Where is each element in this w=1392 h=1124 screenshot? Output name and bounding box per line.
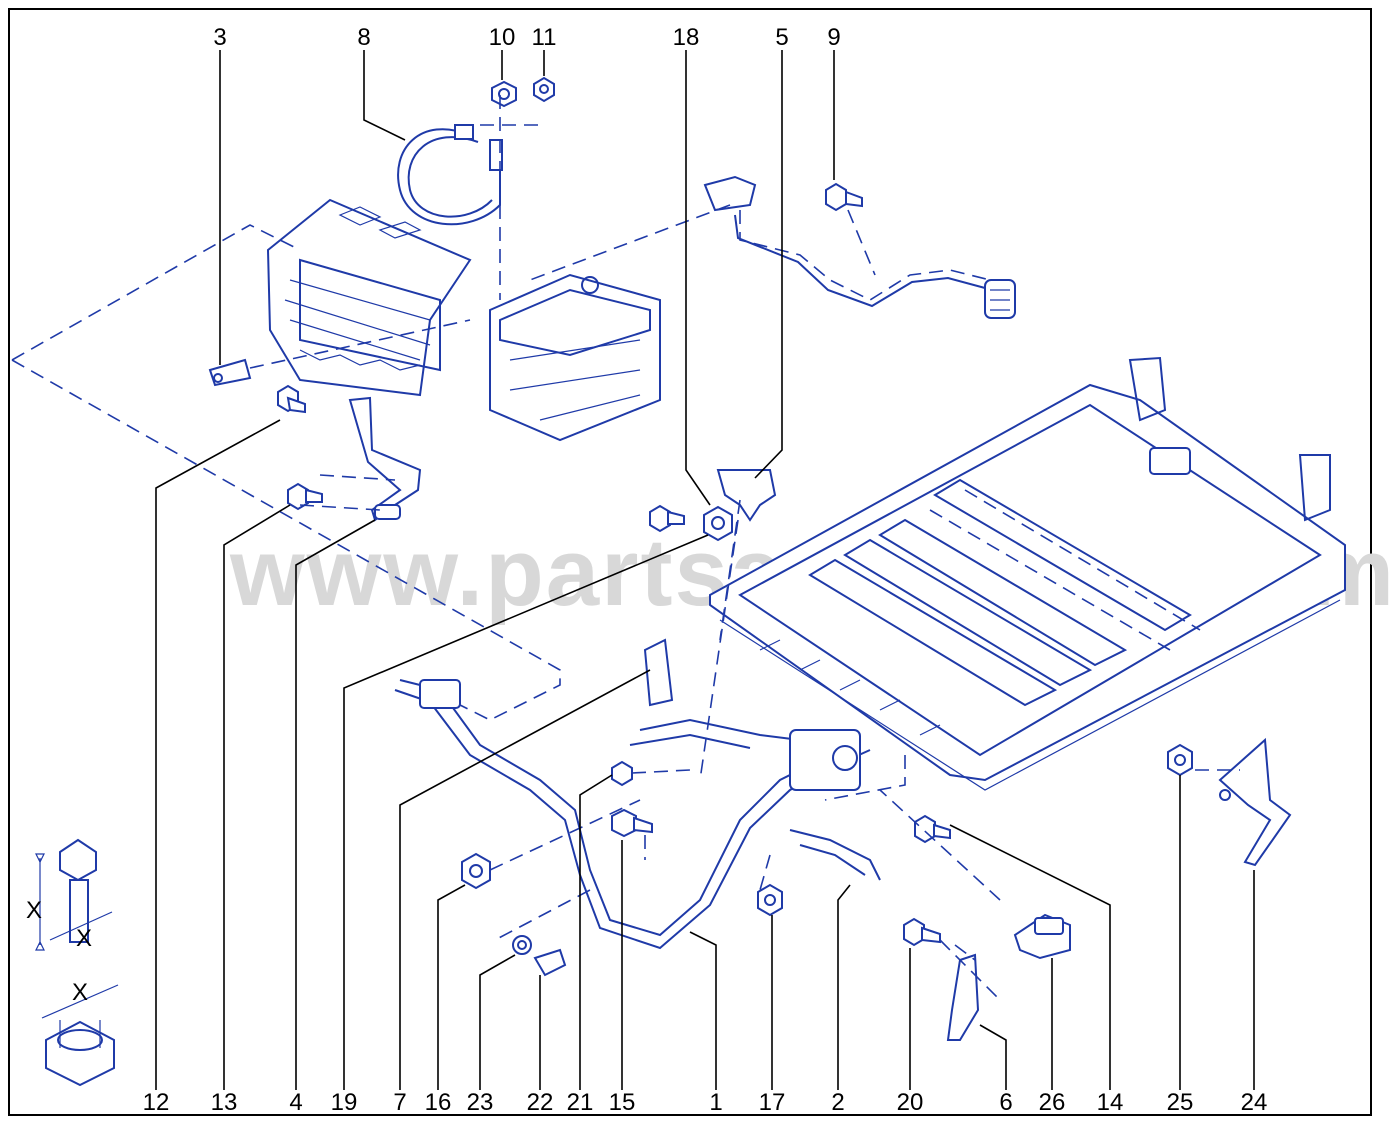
callout-1: 1 [709,1089,722,1116]
bracket-5 [716,469,777,522]
nut-17 [757,883,783,917]
callout-26: 26 [1039,1089,1066,1116]
inverter-assembly [266,198,661,442]
nut-10 [491,80,517,108]
bolt-9 [825,182,863,212]
bracket-24 [1218,737,1292,867]
bolt-dimension-icon: X X [26,838,113,952]
callout-3: 3 [213,24,226,51]
callout-16: 16 [425,1089,452,1116]
diagram-frame [8,8,1372,1116]
callout-24: 24 [1241,1089,1268,1116]
dimension-x-bolt-height: X [26,897,42,924]
callout-14: 14 [1097,1089,1124,1116]
callout-21: 21 [567,1089,594,1116]
nut-19 [703,505,733,542]
bracket-3 [208,358,252,387]
callout-13: 13 [211,1089,238,1116]
bolt-12 [277,384,306,414]
clip-22 [533,948,567,977]
bracket-6 [946,953,980,1041]
cover-26 [1013,913,1071,960]
bottom-callouts: 12 13 4 19 7 16 23 22 21 15 1 17 2 20 6 … [143,1089,1268,1116]
bolt-20 [903,917,941,947]
callout-8: 8 [357,24,370,51]
callout-15: 15 [609,1089,636,1116]
bolt-15 [611,808,653,838]
callout-10: 10 [489,24,516,51]
coolant-hose [397,124,503,226]
callout-5: 5 [775,24,788,51]
nut-dimension-icon: X [41,979,119,1087]
clip-23 [512,935,532,955]
bolt-13 [287,482,323,511]
callout-19: 19 [331,1089,358,1116]
leader-lines [155,50,1255,1090]
battery-pack [709,356,1346,791]
callout-6: 6 [999,1089,1012,1116]
assembly-dashed-lines [11,95,1240,1001]
main-harness [394,679,881,950]
nut-25 [1167,743,1193,777]
callout-12: 12 [143,1089,170,1116]
harness-7 [643,638,674,707]
callout-25: 25 [1167,1089,1194,1116]
bolt-18 [649,504,685,533]
callout-2: 2 [831,1089,844,1116]
nut-21 [611,760,633,787]
callout-20: 20 [897,1089,924,1116]
bracket-4 [348,396,422,522]
sensor-harness [703,175,1016,319]
callout-17: 17 [759,1089,786,1116]
top-callouts: 3 8 10 11 18 5 9 [213,24,840,51]
callout-4: 4 [289,1089,302,1116]
callout-9: 9 [827,24,840,51]
callout-23: 23 [467,1089,494,1116]
callout-18: 18 [673,24,700,51]
nut-11 [533,76,555,103]
callout-7: 7 [393,1089,406,1116]
callout-11: 11 [532,24,557,51]
dimension-x-bolt-diameter: X [76,925,92,952]
callout-22: 22 [527,1089,554,1116]
nut-16 [461,852,491,890]
dimension-x-nut: X [72,979,88,1006]
